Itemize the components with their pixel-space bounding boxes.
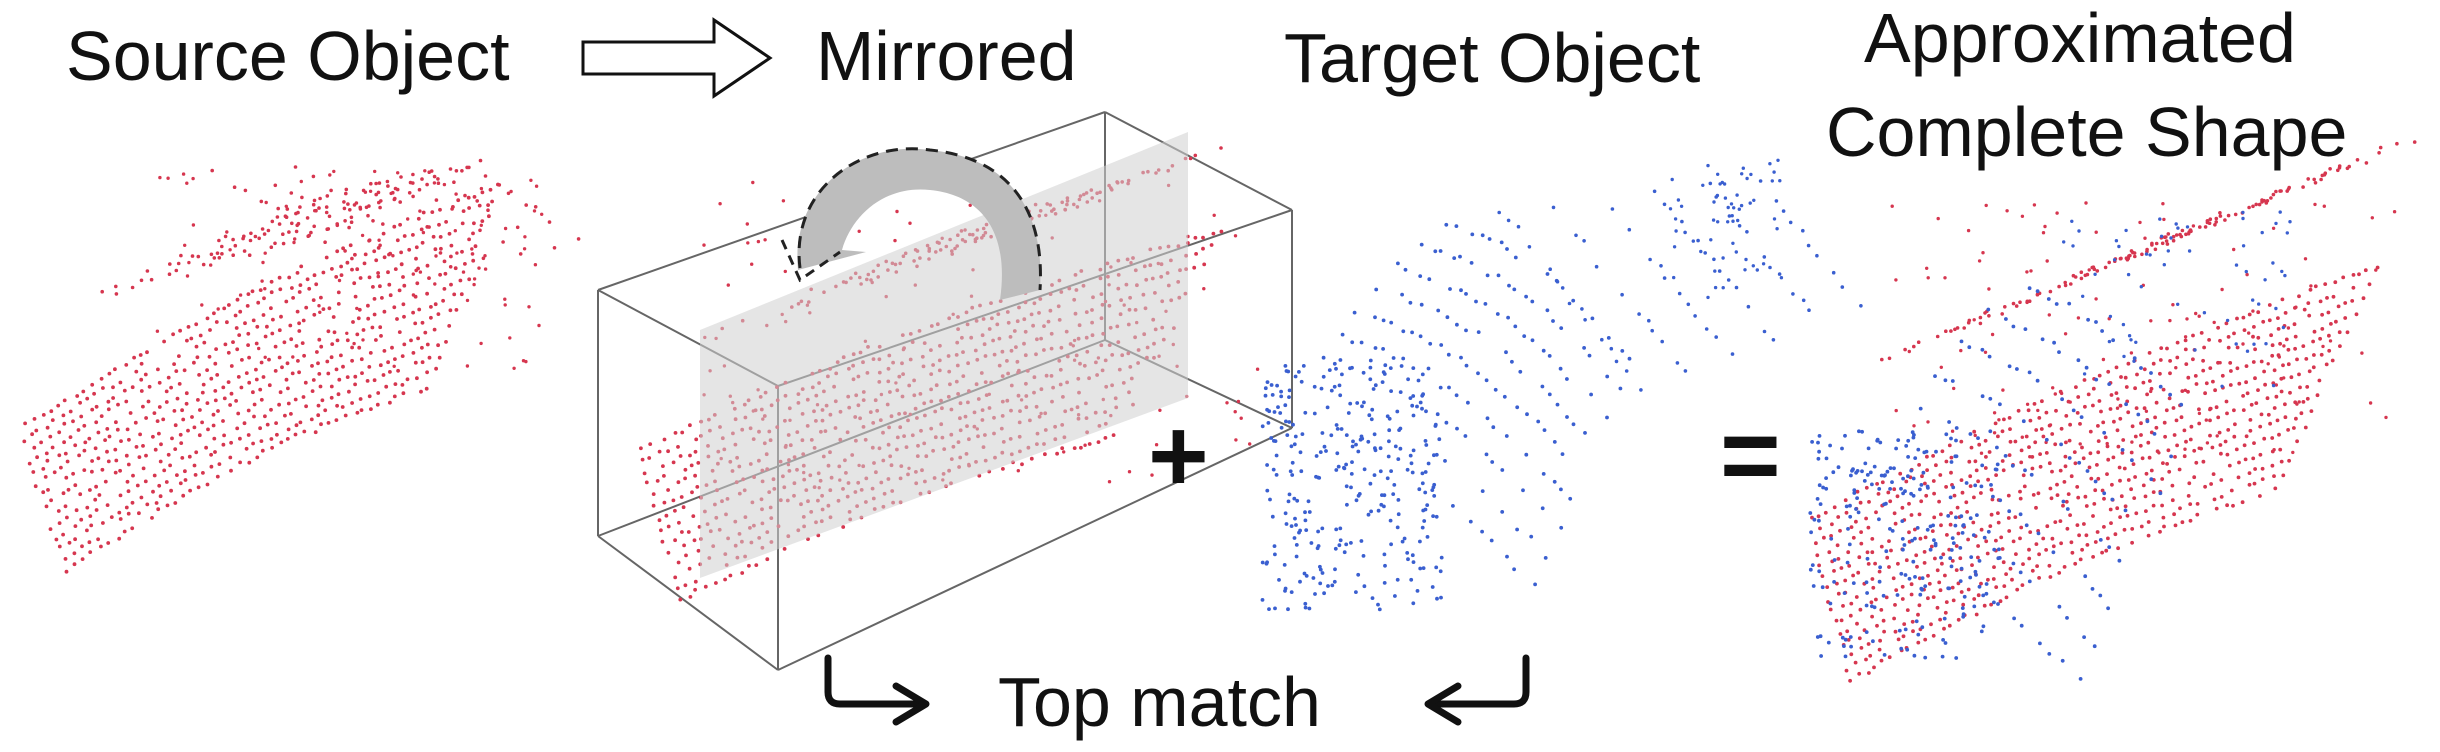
source-object-label: Source Object xyxy=(66,17,510,95)
target-object-label: Target Object xyxy=(1284,19,1701,97)
top-match-label: Top match xyxy=(998,663,1321,741)
approximated-label-line2: Complete Shape xyxy=(1826,93,2348,171)
mirror-plane xyxy=(700,132,1188,578)
curved-flip-arrow-icon xyxy=(780,147,1042,300)
approximated-label-line1: Approximated xyxy=(1864,0,2296,77)
plus-sign: + xyxy=(1148,398,1209,514)
mirrored-label: Mirrored xyxy=(816,17,1077,95)
equals-sign: = xyxy=(1720,398,1781,514)
